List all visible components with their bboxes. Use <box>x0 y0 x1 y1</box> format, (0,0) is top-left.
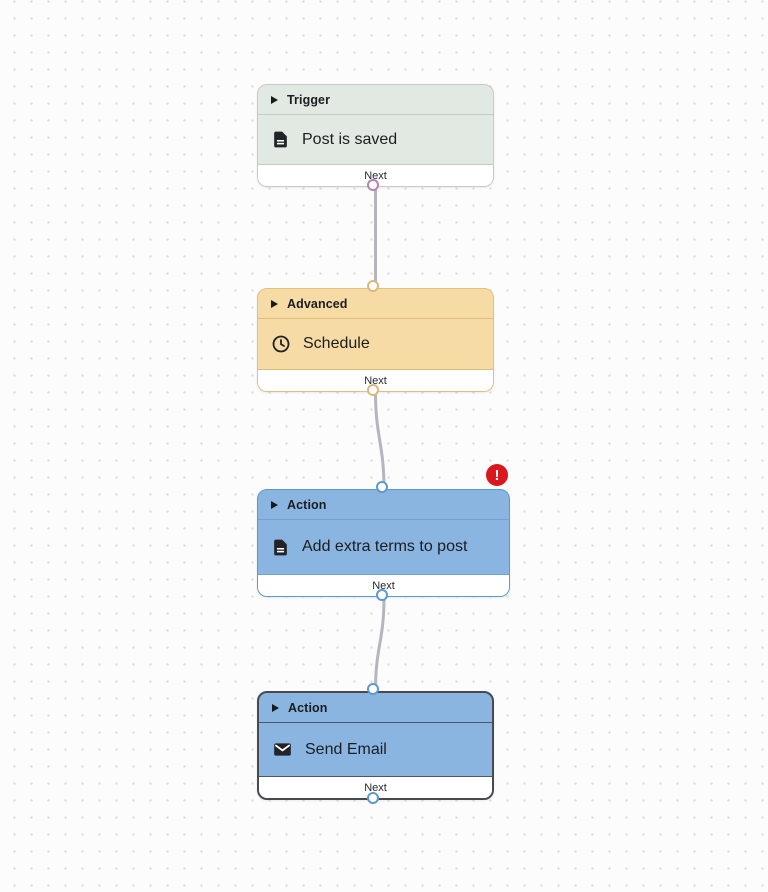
port-action-add-terms-output[interactable] <box>376 589 388 601</box>
port-send-email-input[interactable] <box>367 683 379 695</box>
port-advanced-input[interactable] <box>367 280 379 292</box>
next-label: Next <box>364 169 387 182</box>
node-body: Add extra terms to post <box>258 520 509 574</box>
clock-icon <box>271 334 291 354</box>
document-icon <box>271 130 290 149</box>
play-icon[interactable] <box>271 500 278 509</box>
node-footer: Next <box>258 574 509 596</box>
port-action-add-terms-input[interactable] <box>376 481 388 493</box>
play-icon[interactable] <box>272 703 279 712</box>
node-title: Send Email <box>305 740 387 758</box>
next-label: Next <box>364 374 387 387</box>
node-body: Send Email <box>259 723 492 776</box>
node-header[interactable]: Trigger <box>258 85 493 115</box>
node-advanced-schedule[interactable]: Advanced Schedule Next <box>257 288 494 392</box>
node-header[interactable]: Action <box>259 693 492 723</box>
edge-action-to-send-email <box>374 595 386 693</box>
error-badge[interactable]: ! <box>486 464 508 486</box>
play-icon[interactable] <box>271 299 278 308</box>
node-body: Post is saved <box>258 115 493 164</box>
node-body: Schedule <box>258 319 493 369</box>
node-category-label: Action <box>287 497 327 512</box>
node-header[interactable]: Advanced <box>258 289 493 319</box>
next-label: Next <box>372 579 395 592</box>
node-category-label: Trigger <box>287 92 331 107</box>
port-trigger-output[interactable] <box>367 179 379 191</box>
node-action-send-email[interactable]: Action Send Email Next <box>257 691 494 800</box>
node-footer: Next <box>258 164 493 186</box>
node-category-label: Advanced <box>287 296 348 311</box>
node-title: Post is saved <box>302 130 398 148</box>
node-footer: Next <box>259 776 492 798</box>
port-advanced-output[interactable] <box>367 384 379 396</box>
edge-advanced-to-action <box>374 390 386 491</box>
document-icon <box>271 538 290 557</box>
next-label: Next <box>364 781 387 794</box>
node-category-label: Action <box>288 700 328 715</box>
node-footer: Next <box>258 369 493 391</box>
node-action-add-extra-terms[interactable]: Action Add extra terms to post Next <box>257 489 510 597</box>
node-header[interactable]: Action <box>258 490 509 520</box>
envelope-icon <box>272 739 293 760</box>
node-title: Add extra terms to post <box>302 538 468 555</box>
node-trigger-post-is-saved[interactable]: Trigger Post is saved Next <box>257 84 494 187</box>
node-title: Schedule <box>303 335 370 352</box>
play-icon[interactable] <box>271 95 278 104</box>
port-send-email-output[interactable] <box>367 792 379 804</box>
